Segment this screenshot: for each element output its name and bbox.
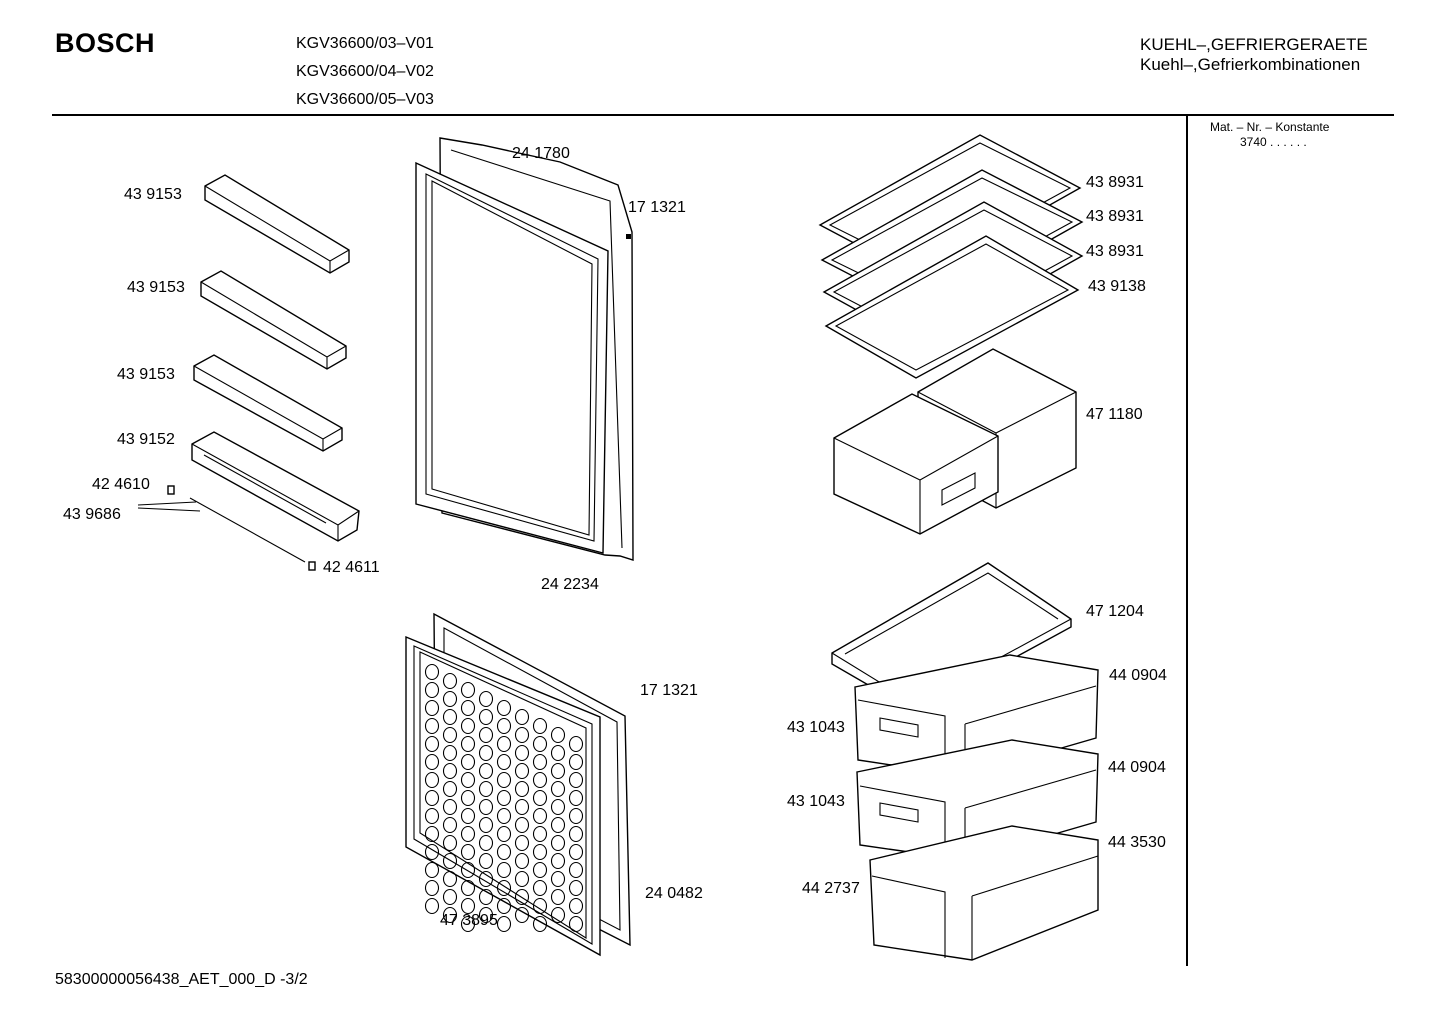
part-label: 44 0904 bbox=[1109, 667, 1167, 684]
part-label: 17 1321 bbox=[640, 682, 698, 699]
part-label: 43 8931 bbox=[1086, 208, 1144, 225]
freezer-gasket-drawing bbox=[405, 635, 601, 957]
freezer-door-dimples bbox=[424, 663, 584, 933]
part-label: 43 8931 bbox=[1086, 243, 1144, 260]
model-number: KGV36600/04–V02 bbox=[296, 63, 434, 80]
part-label: 43 9686 bbox=[63, 506, 121, 523]
material-number-block: Mat. – Nr. – Konstante 3740 . . . . . . bbox=[1210, 120, 1329, 150]
door-shelf-large-drawing bbox=[191, 431, 360, 542]
part-label: 43 9153 bbox=[117, 366, 175, 383]
part-label: 43 9153 bbox=[124, 186, 182, 203]
part-label: 24 0482 bbox=[645, 885, 703, 902]
matnr-value: 3740 . . . . . . bbox=[1240, 135, 1307, 149]
part-label: 43 9152 bbox=[117, 431, 175, 448]
glass-shelf-drawing bbox=[824, 235, 1080, 379]
model-list: KGV36600/03–V01 KGV36600/04–V02 KGV36600… bbox=[296, 30, 434, 114]
part-label: 43 9138 bbox=[1088, 278, 1146, 295]
category-block: KUEHL–,GEFRIERGERAETE Kuehl–,Gefrierkomb… bbox=[1140, 35, 1368, 75]
part-label: 44 0904 bbox=[1108, 759, 1166, 776]
drawer-drawing bbox=[869, 825, 1099, 961]
model-number: KGV36600/05–V03 bbox=[296, 91, 434, 108]
door-shelf-drawing bbox=[200, 270, 347, 370]
part-label: 24 1780 bbox=[512, 145, 570, 162]
part-label: 47 1180 bbox=[1086, 406, 1143, 423]
fridge-gasket-drawing bbox=[415, 161, 609, 554]
rail-and-clips-drawing bbox=[137, 485, 316, 571]
part-label: 17 1321 bbox=[628, 199, 686, 216]
door-shelf-drawing bbox=[204, 174, 350, 274]
matnr-label: Mat. – Nr. – Konstante bbox=[1210, 120, 1330, 134]
part-label: 42 4610 bbox=[92, 476, 150, 493]
door-shelf-drawing bbox=[193, 354, 343, 452]
crisper-bin-drawing bbox=[833, 393, 999, 535]
subcategory-title: Kuehl–,Gefrierkombinationen bbox=[1140, 55, 1361, 74]
part-label: 44 3530 bbox=[1108, 834, 1166, 851]
part-label: 44 2737 bbox=[802, 880, 860, 897]
part-label: 43 8931 bbox=[1086, 174, 1144, 191]
part-label: 24 2234 bbox=[541, 576, 599, 593]
header-divider bbox=[52, 114, 1394, 116]
brand-logo: BOSCH bbox=[55, 28, 156, 58]
model-number: KGV36600/03–V01 bbox=[296, 35, 434, 52]
category-title: KUEHL–,GEFRIERGERAETE bbox=[1140, 35, 1368, 54]
part-label: 43 1043 bbox=[787, 793, 845, 810]
part-label: 47 1204 bbox=[1086, 603, 1144, 620]
document-id: 58300000056438_AET_000_D -3/2 bbox=[55, 971, 308, 988]
part-label: 43 9153 bbox=[127, 279, 185, 296]
part-label: 42 4611 bbox=[323, 559, 380, 576]
side-divider bbox=[1186, 114, 1188, 966]
part-label: 47 3895 bbox=[440, 912, 498, 929]
part-label: 43 1043 bbox=[787, 719, 845, 736]
